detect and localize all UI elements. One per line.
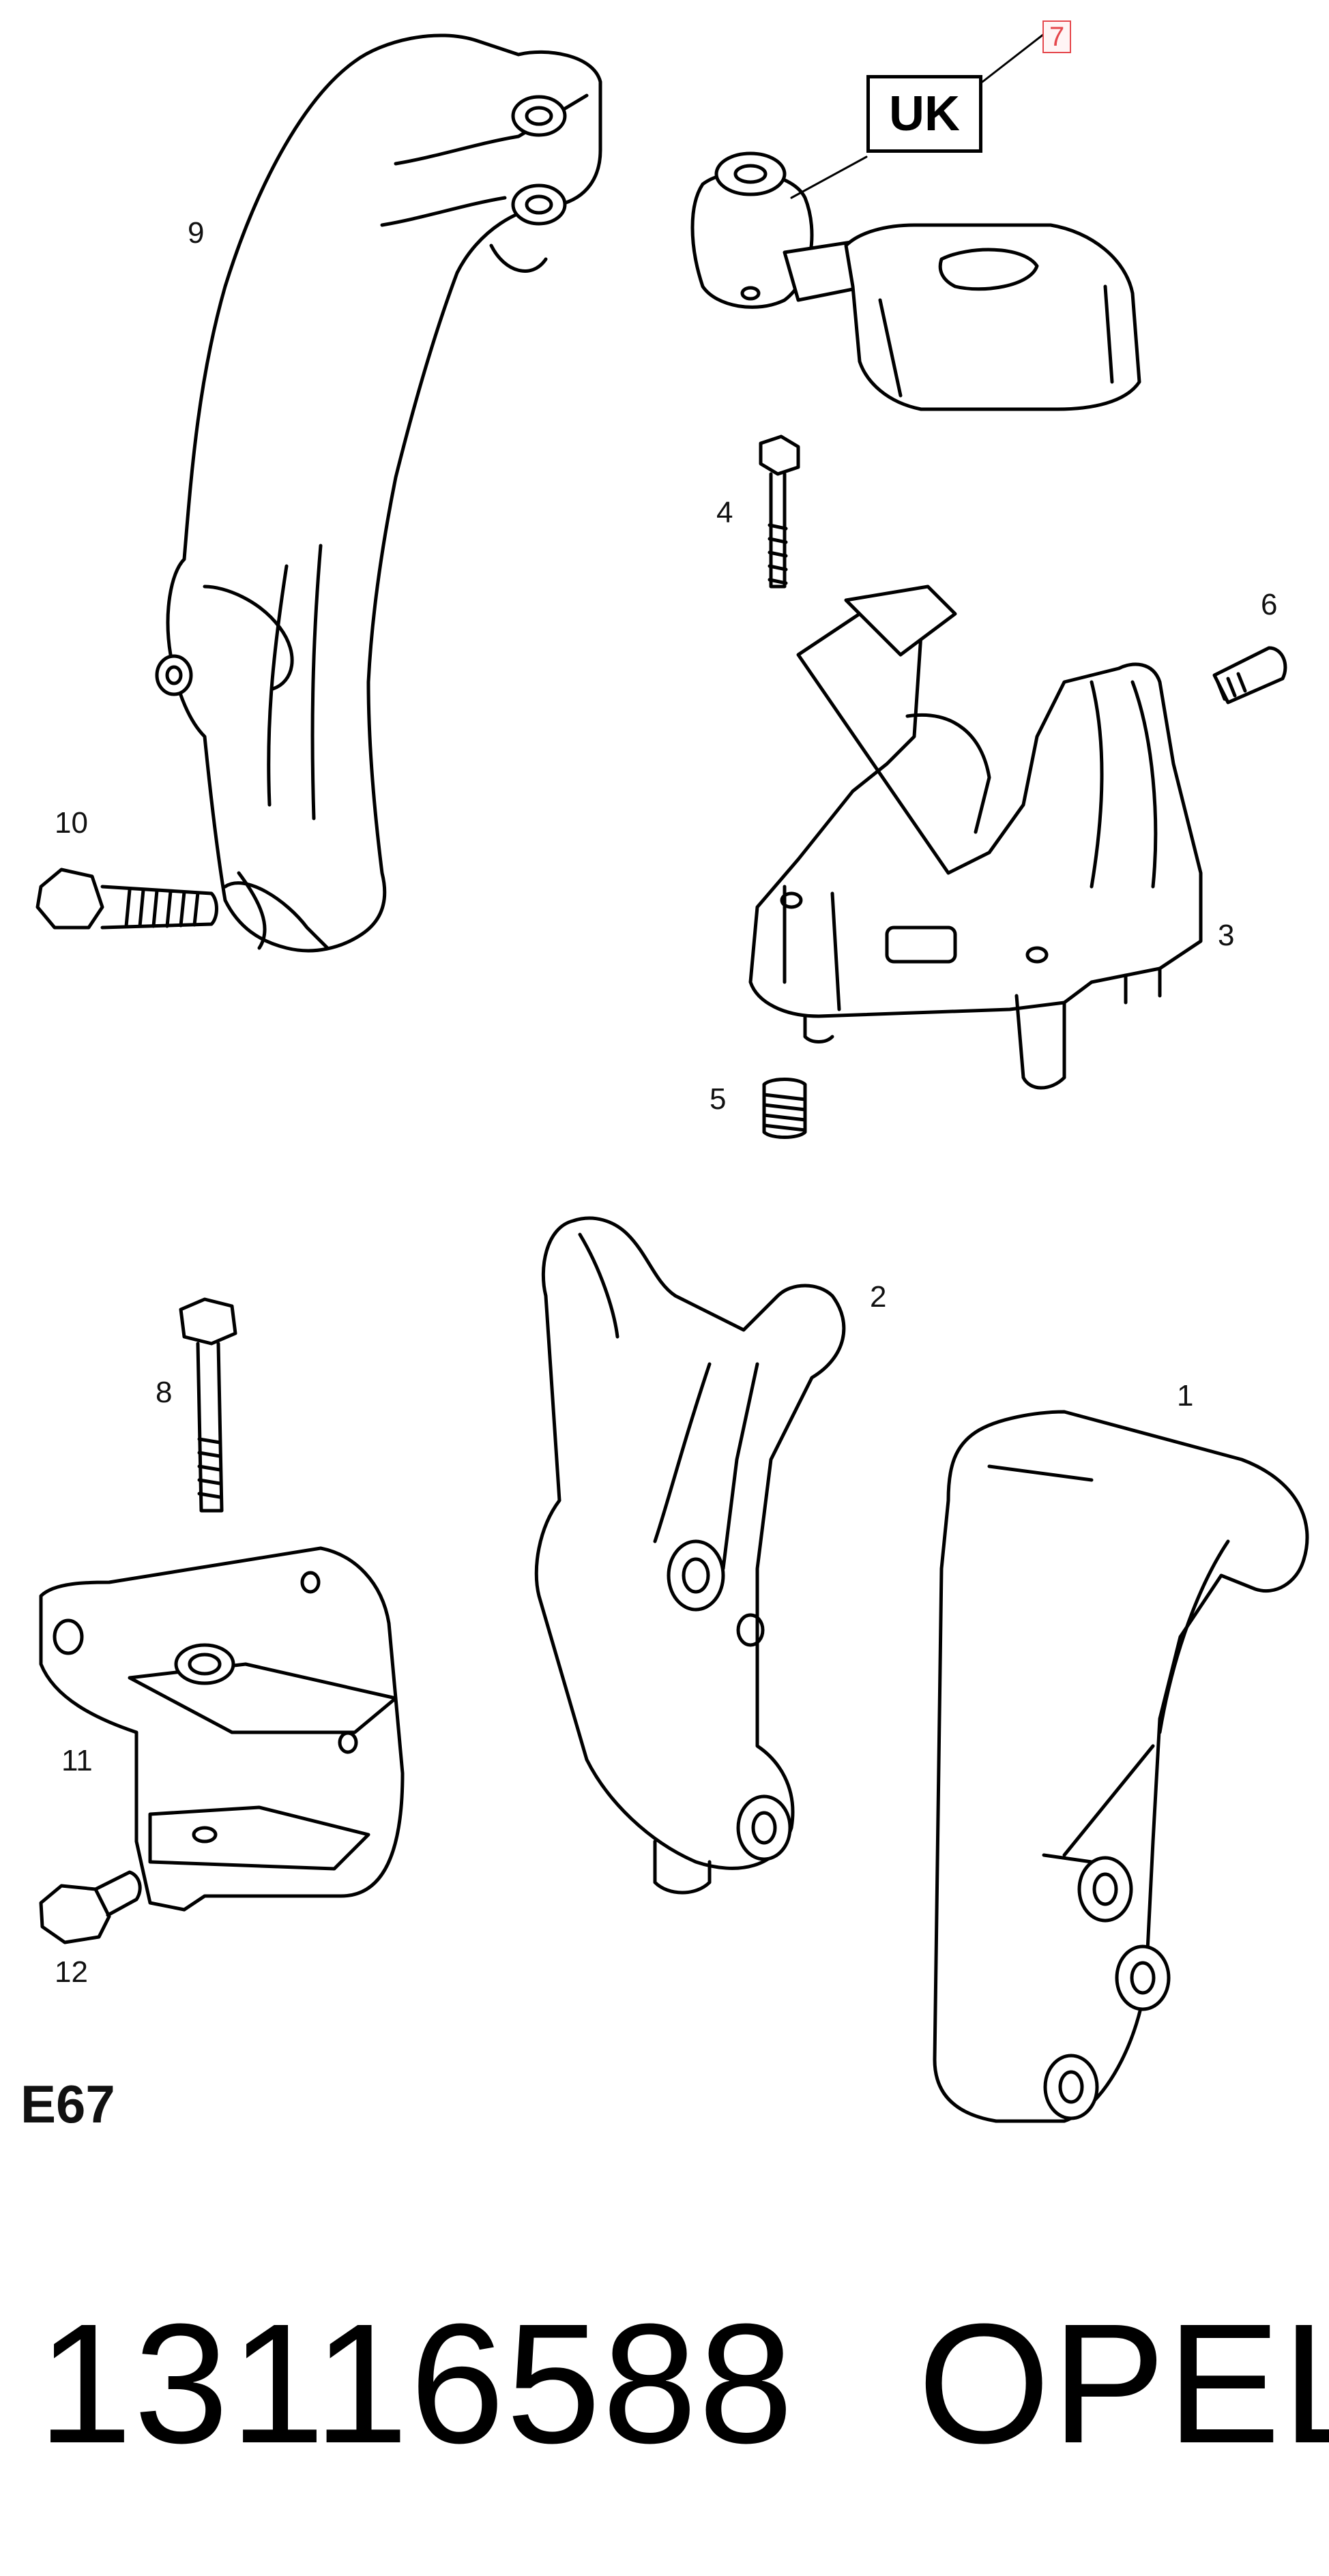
part-4-bolt <box>761 436 798 587</box>
part-label-8: 8 <box>156 1376 173 1409</box>
part-label-9: 9 <box>188 216 205 250</box>
brand-name: OPEL <box>918 2288 1329 2478</box>
part-label-5: 5 <box>710 1082 727 1116</box>
part-6-bolt <box>1214 648 1285 702</box>
part-3-mount-bracket <box>750 587 1201 1088</box>
diagram-code: E67 <box>20 2074 115 2134</box>
part-label-3: 3 <box>1218 919 1235 952</box>
part-2-bracket <box>536 1218 844 1893</box>
part-5-stud <box>764 1080 805 1138</box>
part-10-bolt <box>38 870 217 928</box>
part-label-4: 4 <box>716 496 733 529</box>
region-tag-uk: UK <box>866 75 982 153</box>
part-7-torque-mount <box>692 153 1139 409</box>
part-8-bolt <box>181 1299 235 1511</box>
part-1-bracket <box>935 1412 1307 2121</box>
part-label-12: 12 <box>55 1955 88 1989</box>
part-label-6: 6 <box>1261 588 1278 621</box>
part-9-bracket <box>157 35 600 951</box>
part-11-bracket <box>41 1548 403 1910</box>
part-label-2: 2 <box>870 1280 887 1314</box>
part-label-1: 1 <box>1177 1379 1194 1412</box>
part-label-10: 10 <box>55 806 88 840</box>
part-label-11: 11 <box>61 1744 93 1777</box>
part-12-bolt <box>41 1872 140 1942</box>
part-label-7-highlight: 7 <box>1042 20 1072 53</box>
part-number: 13116588 <box>38 2288 795 2478</box>
